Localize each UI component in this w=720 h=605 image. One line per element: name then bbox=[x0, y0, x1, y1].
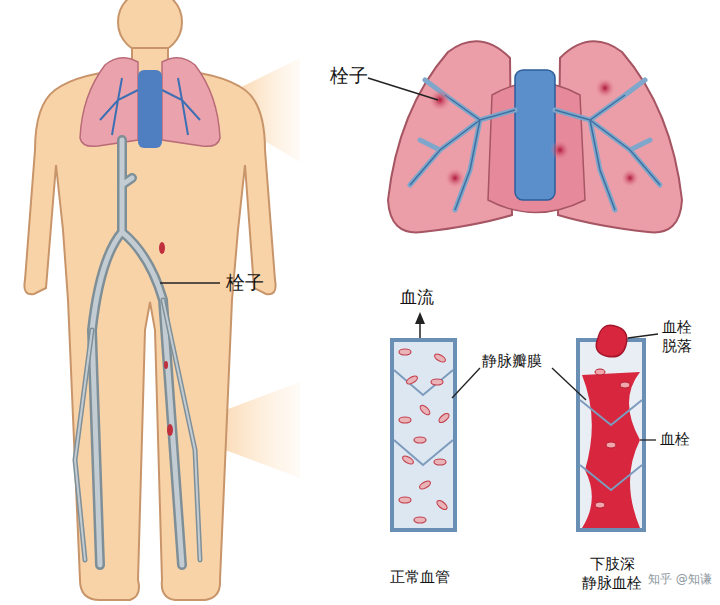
leader-line bbox=[628, 334, 658, 338]
clot-mark bbox=[164, 361, 168, 369]
label: 知乎 @知谦 bbox=[648, 572, 712, 587]
leader-line bbox=[552, 368, 586, 400]
label: 血栓 bbox=[660, 430, 690, 449]
leader-line bbox=[640, 439, 656, 440]
vein-system bbox=[75, 140, 200, 565]
label: 栓子 bbox=[330, 64, 368, 88]
normal-vessel bbox=[392, 340, 455, 530]
label: 下肢深 静脉血栓 bbox=[576, 555, 648, 593]
large-lungs bbox=[388, 41, 682, 232]
small-lungs bbox=[80, 58, 220, 148]
clot-mark bbox=[167, 424, 173, 436]
label: 静脉瓣膜 bbox=[482, 352, 542, 371]
label: 血栓 脱落 bbox=[662, 318, 698, 356]
leader-line bbox=[368, 78, 438, 100]
leader-line bbox=[160, 282, 220, 284]
label: 血流 bbox=[400, 287, 434, 308]
embolus-mark bbox=[159, 242, 165, 254]
label: 栓子 bbox=[226, 271, 264, 295]
label: 正常血管 bbox=[390, 568, 450, 587]
human-body bbox=[24, 0, 275, 600]
dvt-vessel bbox=[578, 325, 644, 530]
leader-line bbox=[452, 368, 480, 398]
